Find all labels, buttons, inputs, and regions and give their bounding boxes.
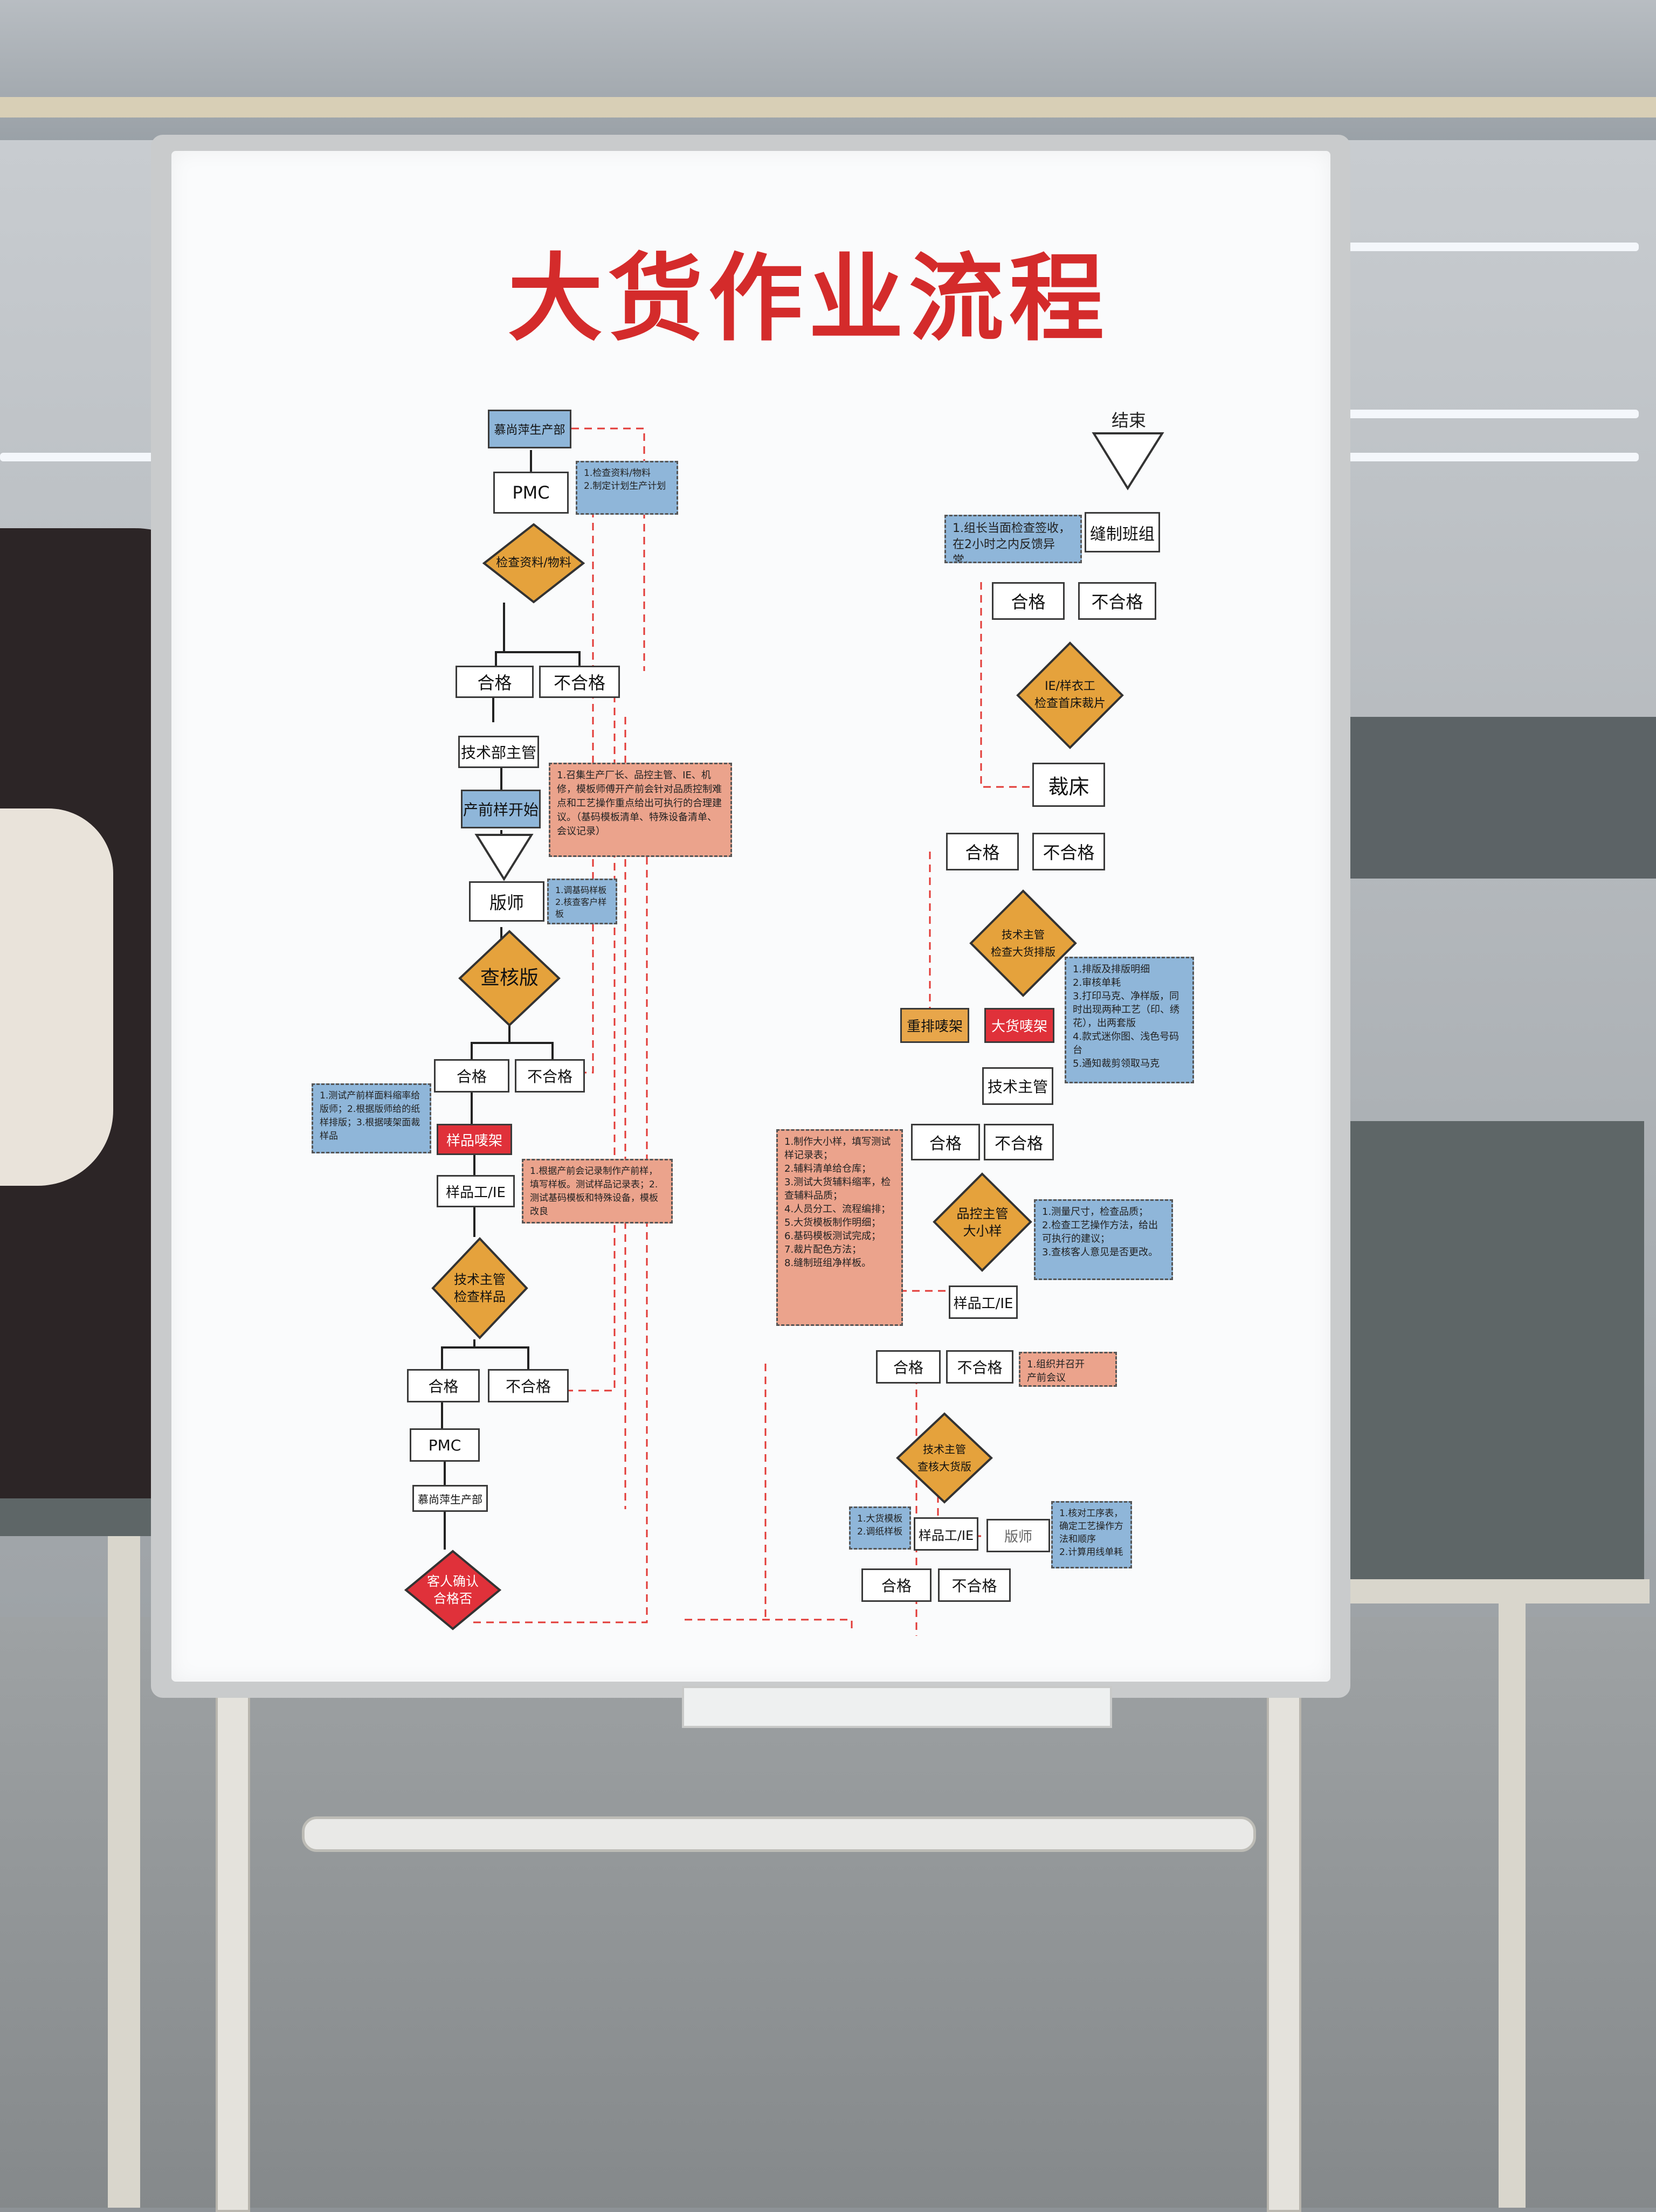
pass-box-e: 合格 bbox=[861, 1568, 932, 1602]
ceiling-light bbox=[1337, 410, 1639, 418]
sample-ie-note: 1.根据产前会记录制作产前样，填写样板。测试样品记录表；2.测试基码模板和特殊设… bbox=[522, 1159, 673, 1223]
fail-box-3: 不合格 bbox=[488, 1369, 569, 1402]
pattern-note: 1.调基码样板 2.核查客户样板 bbox=[547, 879, 617, 924]
pattern-maker-2-box: 版师 bbox=[986, 1519, 1050, 1552]
check-pattern-diamond bbox=[458, 930, 561, 1027]
stand-crossbar bbox=[302, 1816, 1256, 1852]
table-edge bbox=[1315, 1579, 1650, 1603]
pass-box-2: 合格 bbox=[434, 1059, 509, 1093]
pass-box-d: 合格 bbox=[876, 1350, 941, 1384]
pmc-box: PMC bbox=[493, 472, 569, 514]
qc-check-label: 品控主管 大小样 bbox=[956, 1206, 1009, 1239]
pmc-note: 1.检查资料/物料 2.制定计划生产计划 bbox=[576, 461, 678, 515]
fail-box-b: 不合格 bbox=[1032, 833, 1105, 870]
customer-confirm-diamond bbox=[404, 1550, 501, 1630]
fail-box-d: 不合格 bbox=[946, 1350, 1013, 1384]
qc-note: 1.测量尺寸，检查品质； 2.检查工艺操作方法，给出可执行的建议； 3.查核客人… bbox=[1034, 1199, 1173, 1280]
template-note: 1.大货模板 2.调纸样板 bbox=[849, 1506, 911, 1550]
triangle-marker bbox=[474, 834, 534, 881]
pre-sample-start-box: 产前样开始 bbox=[461, 790, 541, 828]
sewing-table bbox=[1305, 717, 1656, 879]
fail-box-1: 不合格 bbox=[539, 666, 620, 698]
check-material-diamond bbox=[482, 523, 585, 604]
pass-box-3: 合格 bbox=[407, 1369, 480, 1402]
ie-check-diamond bbox=[1016, 641, 1124, 749]
dept-end-box: 慕尚萍生产部 bbox=[412, 1485, 488, 1512]
end-label: 结束 bbox=[1112, 410, 1147, 431]
tech-head-box: 技术部主管 bbox=[458, 736, 539, 768]
tech-check-sample-label: 技术主管 检查样品 bbox=[454, 1272, 506, 1304]
meeting-2-note: 1.组织并召开 产前会议 bbox=[1019, 1352, 1117, 1387]
work-table bbox=[1294, 1121, 1644, 1579]
pmc-box-2: PMC bbox=[410, 1428, 480, 1462]
ie-check-label: IE/样衣工 检查首床裁片 bbox=[1034, 680, 1106, 710]
tech-check-marker-label: 技术主管 检查大货排版 bbox=[991, 928, 1055, 958]
qc-check-diamond bbox=[933, 1172, 1032, 1272]
pass-box-b: 合格 bbox=[946, 833, 1019, 870]
sample-ie-3-box: 样品工/IE bbox=[914, 1517, 978, 1551]
check-pattern-label: 查核版 bbox=[480, 967, 539, 989]
table-leg bbox=[1499, 1601, 1526, 2208]
ceiling-light bbox=[1337, 453, 1639, 461]
fail-box-2: 不合格 bbox=[515, 1059, 585, 1093]
tech-head-2-box: 技术主管 bbox=[982, 1067, 1053, 1105]
hanging-white-coat bbox=[0, 808, 113, 1186]
tech-check-marker-diamond bbox=[969, 889, 1077, 997]
pass-box-c: 合格 bbox=[911, 1124, 980, 1160]
sewing-note: 1.组长当面检查签收，在2小时之内反馈异常。 bbox=[944, 515, 1082, 563]
factory-ceiling bbox=[0, 0, 1656, 246]
tech-check-sample-diamond bbox=[431, 1237, 528, 1339]
end-triangle bbox=[1092, 432, 1164, 490]
process-note: 1.核对工序表，确定工艺操作方法和顺序 2.计算用线单耗 bbox=[1051, 1501, 1132, 1568]
marker-note: 1.排版及排版明细 2.审核单耗 3.打印马克、净样版，同时出现两种工艺（印、绣… bbox=[1065, 957, 1194, 1083]
bulk-marker-box: 大货唛架 bbox=[984, 1008, 1054, 1043]
small-sample-note: 1.制作大小样，填写测试样记录表； 2.辅料清单给仓库； 3.测试大货辅料缩率，… bbox=[776, 1129, 903, 1326]
test-note: 1.测试产前样面料缩率给版师；2.根据版师给的纸样排版；3.根据唛架面裁样品 bbox=[312, 1083, 431, 1153]
customer-confirm-label: 客人确认 合格否 bbox=[427, 1574, 479, 1606]
fail-box-e: 不合格 bbox=[938, 1568, 1011, 1602]
sewing-team-box: 缝制班组 bbox=[1085, 512, 1160, 552]
table-leg bbox=[108, 1536, 140, 2208]
pass-box-a: 合格 bbox=[992, 582, 1065, 620]
fail-box-c: 不合格 bbox=[984, 1124, 1054, 1160]
page-title: 大货作业流程 bbox=[507, 244, 1109, 354]
marker-tray bbox=[682, 1686, 1112, 1728]
dept-start-box: 慕尚萍生产部 bbox=[488, 410, 571, 448]
fail-box-a: 不合格 bbox=[1078, 582, 1156, 620]
sample-marker-box: 样品唛架 bbox=[437, 1124, 512, 1155]
check-material-label: 检查资料/物料 bbox=[496, 556, 571, 570]
whiteboard bbox=[171, 151, 1330, 1682]
ceiling-light bbox=[1337, 243, 1639, 251]
cutting-bed-box: 裁床 bbox=[1032, 763, 1105, 807]
sample-ie-box: 样品工/IE bbox=[437, 1175, 515, 1207]
remarker-box: 重排唛架 bbox=[900, 1008, 969, 1043]
tech-check-bulk-diamond bbox=[896, 1412, 993, 1504]
ceiling-beam bbox=[0, 97, 1656, 117]
meeting-note: 1.召集生产厂长、品控主管、IE、机修，模板师傅开产前会针对品质控制难点和工艺操… bbox=[549, 763, 732, 857]
tech-check-bulk-label: 技术主管 查核大货版 bbox=[917, 1443, 971, 1473]
ceiling-light bbox=[0, 453, 162, 461]
sample-ie-2-box: 样品工/IE bbox=[949, 1285, 1018, 1319]
pattern-maker-box: 版师 bbox=[469, 881, 544, 922]
pass-box-1: 合格 bbox=[456, 666, 534, 698]
